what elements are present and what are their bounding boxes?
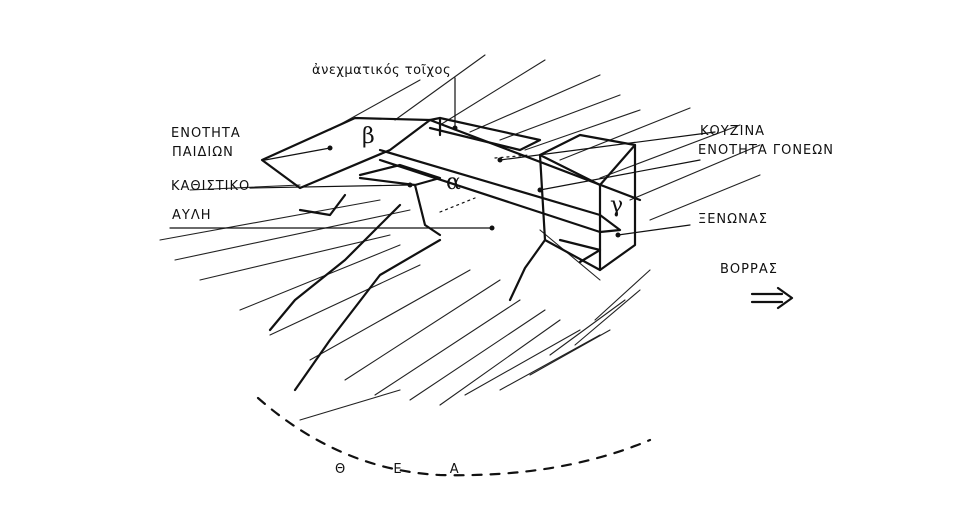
children-label-1: ΕΝΟΤΗΤΑ <box>171 126 241 141</box>
hatching <box>159 54 761 421</box>
leader-lines <box>169 77 716 238</box>
view-label: Θ Ε Α <box>335 462 481 477</box>
guest-label: ΞΕΝΩΝΑΣ <box>698 212 768 227</box>
court-label: ΑΥΛΗ <box>172 208 212 223</box>
wall-label: ἀνεχματικός τοῖχος <box>312 63 452 78</box>
children-label-2: ΠΑΙΔΙΩΝ <box>172 145 234 160</box>
building-outline <box>260 116 642 392</box>
parents-label: ΕΝΟΤΗΤΑ ΓΟΝΕΩΝ <box>698 143 834 158</box>
zone-alpha: α <box>446 170 461 195</box>
living-label: ΚΑΘΙΣΤΙΚΟ <box>171 179 251 194</box>
view-arc <box>256 396 652 477</box>
north-arrow-icon <box>750 286 794 310</box>
north-label: ΒΟΡΡΑΣ <box>720 262 778 277</box>
zone-gamma: γ <box>610 193 624 218</box>
kitchen-label: ΚΟΥΖΙΝΑ <box>700 124 766 139</box>
zone-beta: β <box>362 124 375 149</box>
